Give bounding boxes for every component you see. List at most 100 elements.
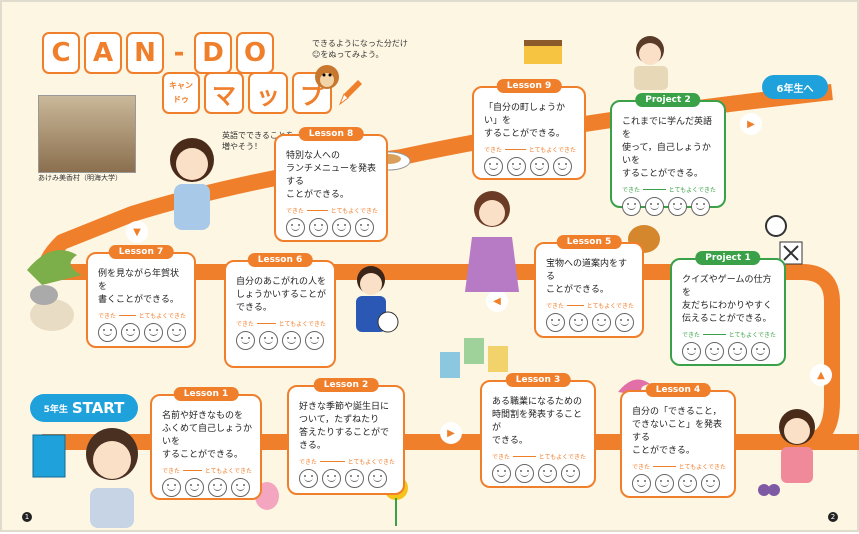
smiley-icon[interactable] (553, 157, 572, 176)
lesson-tag: Lesson 9 (496, 79, 562, 93)
smiley-icon[interactable] (615, 313, 634, 332)
smiley-icon[interactable] (632, 474, 651, 493)
self-eval-faces (98, 323, 186, 342)
smiley-icon[interactable] (162, 478, 181, 497)
smiley-icon[interactable] (185, 478, 204, 497)
smiley-icon[interactable] (282, 331, 301, 350)
smiley-icon[interactable] (332, 218, 351, 237)
smiley-icon[interactable] (208, 478, 227, 497)
smiley-icon[interactable] (530, 157, 549, 176)
happy-girl-illustration (779, 409, 815, 483)
scale-high: とてもよくできた (668, 187, 716, 194)
smiley-icon[interactable] (259, 331, 278, 350)
zodiac-animals-illustration (27, 250, 82, 331)
smiley-icon[interactable] (355, 218, 374, 237)
lesson-goal: 自分のあこがれの人を しょうかいすることが できる。 (236, 277, 327, 313)
self-eval-scale: できた とてもよくできた (299, 457, 395, 466)
smiley-icon[interactable] (538, 464, 557, 483)
ruby-do: ドゥ (173, 95, 189, 104)
smiley-icon[interactable] (592, 313, 611, 332)
smiley-icon[interactable] (167, 323, 186, 342)
smiley-icon[interactable] (299, 469, 318, 488)
path-arrow-icon: ◀ (486, 290, 508, 312)
lesson-card-8: Lesson 8 特別な人への ランチメニューを発表する ことができる。 できた… (274, 127, 388, 242)
smiley-icon[interactable] (705, 342, 724, 361)
project-goal: これまでに学んだ英語を 使って，自己しょうかいを することができる。 (622, 117, 713, 179)
scale-low: できた (236, 321, 255, 328)
smiley-icon[interactable] (368, 469, 387, 488)
lesson-tag: Lesson 8 (298, 127, 364, 141)
scale-low: できた (682, 332, 701, 339)
lesson-card-3: Lesson 3 ある職業になるための 時間割を発表することが できる。 できた… (480, 373, 596, 488)
scale-high: とてもよくできた (528, 147, 576, 154)
smiley-icon[interactable] (492, 464, 511, 483)
lesson-tag: Lesson 4 (645, 383, 711, 397)
smiley-icon[interactable] (691, 197, 710, 216)
scale-low: できた (632, 464, 651, 471)
smiley-icon[interactable] (701, 474, 720, 493)
title-can-do: C A N - D O (42, 32, 274, 74)
lesson-card-4: Lesson 4 自分の「できること， できないこと」を発表する ことができる。… (620, 383, 736, 498)
smiley-icon[interactable] (345, 469, 364, 488)
smiley-icon[interactable] (286, 218, 305, 237)
smiley-icon[interactable] (751, 342, 770, 361)
smiley-icon[interactable] (484, 157, 503, 176)
smiley-icon[interactable] (309, 218, 328, 237)
start-label: 5年生 START (30, 394, 138, 422)
lesson-goal: 「自分の町しょうかい」を することができる。 (484, 103, 566, 139)
smiley-icon[interactable] (144, 323, 163, 342)
smiley-icon[interactable] (728, 342, 747, 361)
smiley-icon[interactable] (546, 313, 565, 332)
lesson-goal: 宝物への道案内をする ことができる。 (546, 259, 628, 295)
start-grade: 5年生 (43, 404, 68, 415)
soccer-boy-illustration (356, 266, 399, 333)
scale-low: できた (162, 468, 181, 475)
smiley-icon[interactable] (668, 197, 687, 216)
scale-high: とてもよくできた (347, 459, 395, 466)
smiley-icon[interactable] (121, 323, 140, 342)
scale-low: できた (622, 187, 641, 194)
smiley-icon[interactable] (622, 197, 641, 216)
lesson-tag: Lesson 6 (247, 253, 313, 267)
smiley-icon[interactable] (645, 197, 664, 216)
lesson-tag: Lesson 3 (505, 373, 571, 387)
smiley-icon[interactable] (655, 474, 674, 493)
self-eval-scale: できたとてもよくできた (484, 145, 576, 154)
self-eval-scale: できたとてもよくできた (236, 319, 326, 328)
path-arrow-icon: ▼ (126, 221, 148, 243)
scale-low: できた (546, 303, 565, 310)
lesson-goal: ある職業になるための 時間割を発表することが できる。 (492, 397, 583, 446)
scale-low: できた (286, 208, 305, 215)
project-goal: クイズやゲームの仕方を 友だちにわかりやすく 伝えることができる。 (682, 275, 773, 324)
title-katakana: マ (204, 72, 244, 114)
lesson-card-1: Lesson 1 名前や好きなものを ふくめて自己しょうかいを することができる… (150, 387, 262, 500)
self-eval-faces (632, 474, 726, 493)
circle-cross-signs-icon (765, 215, 803, 265)
cake-icon (524, 40, 562, 64)
lesson-card-2: Lesson 2 好きな季節や誕生日に ついて，たずねたり 答えたりすることがで… (287, 378, 405, 495)
speech-bubble: 英語でできることを 増やそう！ (222, 131, 294, 151)
self-eval-scale: できた とてもよくできた (622, 185, 716, 194)
smiley-icon[interactable] (236, 331, 255, 350)
smiley-icon[interactable] (231, 478, 250, 497)
smiley-icon[interactable] (682, 342, 701, 361)
title-letter: A (84, 32, 122, 74)
photo-caption: あけみ美香村（明海大学） (38, 174, 122, 182)
purple-girl-illustration (465, 191, 519, 292)
smiley-icon[interactable] (305, 331, 324, 350)
lesson-goal: 名前や好きなものを ふくめて自己しょうかいを することができる。 (162, 411, 253, 460)
smiley-icon[interactable] (507, 157, 526, 176)
lesson-goal: 例を見ながら年賀状を 書くことができる。 (98, 269, 180, 305)
smiley-icon[interactable] (322, 469, 341, 488)
smiley-icon[interactable] (515, 464, 534, 483)
scale-high: とてもよくできた (678, 464, 726, 471)
smiley-icon[interactable] (98, 323, 117, 342)
title-letter: O (236, 32, 274, 74)
scale-high: とてもよくできた (330, 208, 378, 215)
scale-low: できた (299, 459, 318, 466)
smiley-icon[interactable] (678, 474, 697, 493)
smiley-icon[interactable] (561, 464, 580, 483)
girl-character-illustration (170, 138, 214, 230)
project-card-2: Project 2 これまでに学んだ英語を 使って，自己しょうかいを することが… (610, 93, 726, 216)
smiley-icon[interactable] (569, 313, 588, 332)
